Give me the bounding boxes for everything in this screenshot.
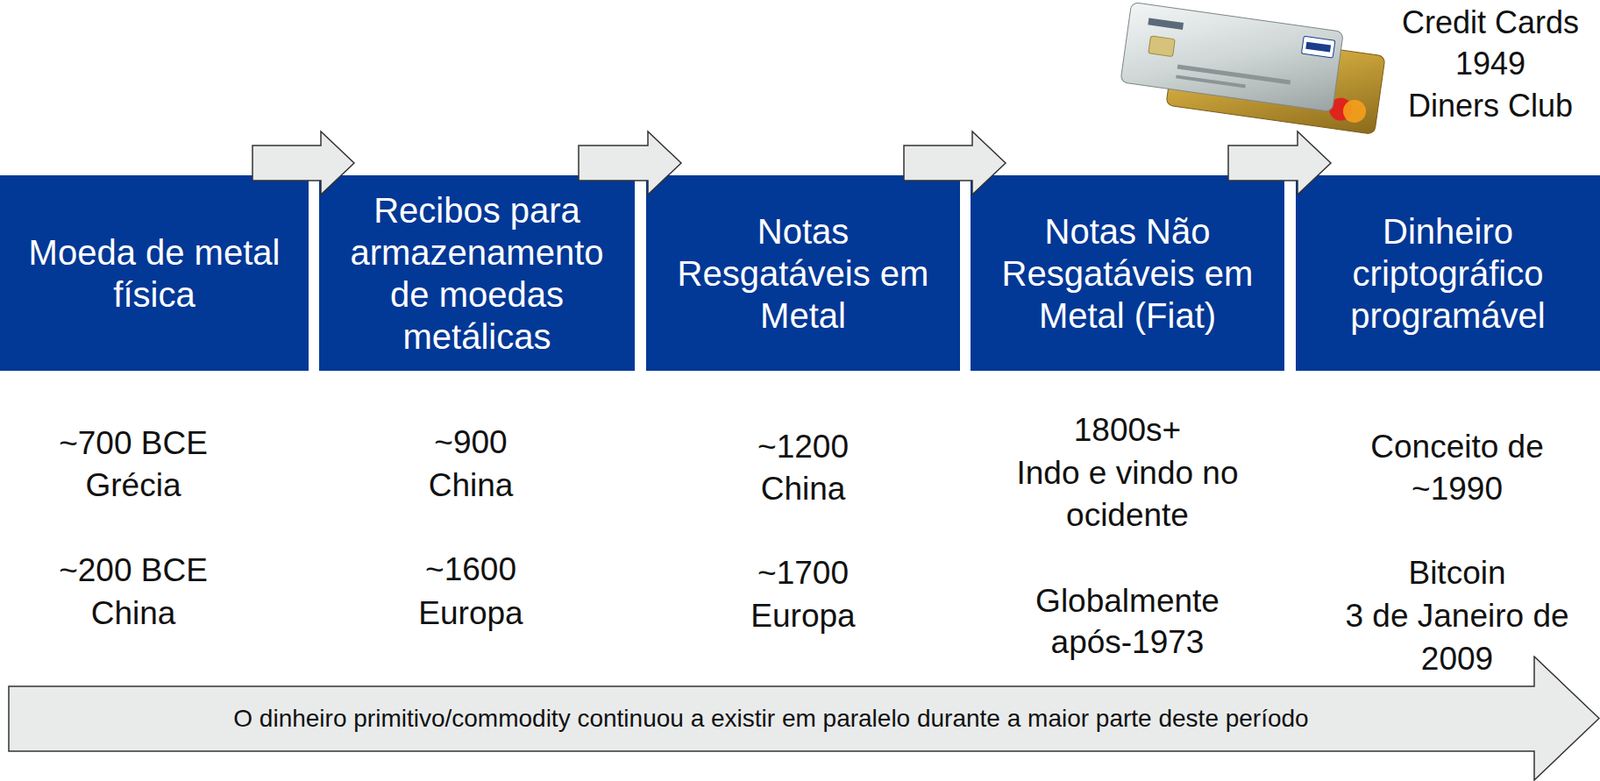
place-label: Europa (418, 594, 523, 633)
place-label: Europa (750, 597, 855, 636)
date-label: ~1200 (757, 427, 849, 467)
date-label: Conceito de (1370, 427, 1544, 467)
date-label: ~1700 (757, 554, 849, 593)
progress-arrow (1228, 131, 1331, 195)
stage-box: Moeda de metal física (0, 175, 309, 371)
date-label: após-1973 (1051, 623, 1205, 662)
date-label: ~700 BCE (58, 424, 208, 463)
progress-arrow (252, 131, 355, 195)
place-label: Grécia (85, 466, 182, 505)
progress-arrow (578, 131, 682, 195)
progress-arrow (903, 131, 1006, 195)
place-label: China (91, 594, 177, 633)
card-caption: Credit Cards (1401, 3, 1579, 42)
date-label: ~1990 (1411, 469, 1503, 509)
place-label: ocidente (1066, 496, 1189, 535)
date-label: ~900 (433, 423, 507, 463)
date-label: ~200 BCE (58, 551, 208, 591)
event-label: Bitcoin (1408, 554, 1506, 593)
place-label: China (428, 466, 514, 505)
stage-box: Notas Não Resgatáveis em Metal (Fiat) (970, 175, 1285, 371)
stage-title: Dinheiro criptográfico programável (1308, 210, 1587, 337)
stage-box: Notas Resgatáveis em Metal (646, 175, 960, 371)
arrow-outline (8, 656, 1600, 781)
stage-box: Recibos para armazenamento de moedas met… (319, 175, 635, 371)
card-caption: Diners Club (1408, 86, 1573, 125)
stage-title: Notas Não Resgatáveis em Metal (Fiat) (986, 210, 1269, 337)
silver-card (1120, 1, 1344, 112)
arrow-text-holder: O dinheiro primitivo/commodity continuou… (7, 686, 1535, 752)
card-caption: 1949 (1455, 44, 1526, 83)
date-label: 3 de Janeiro de (1344, 597, 1569, 636)
date-label: ~1600 (425, 550, 517, 590)
stage-title: Moeda de metal física (13, 231, 296, 316)
stage-title: Notas Resgatáveis em Metal (661, 210, 945, 337)
place-label: Indo e vindo no (1016, 454, 1238, 493)
place-label: China (760, 469, 847, 509)
stage-box: Dinheiro criptográfico programável (1295, 175, 1600, 371)
stage-title: Recibos para armazenamento de moedas met… (335, 189, 619, 358)
date-label: 2009 (1421, 640, 1494, 679)
timeline-arrow: O dinheiro primitivo/commodity continuou… (7, 655, 1600, 781)
place-label: Globalmente (1035, 582, 1220, 621)
arrow-note: O dinheiro primitivo/commodity continuou… (233, 704, 1309, 734)
date-label: 1800s+ (1073, 411, 1181, 450)
